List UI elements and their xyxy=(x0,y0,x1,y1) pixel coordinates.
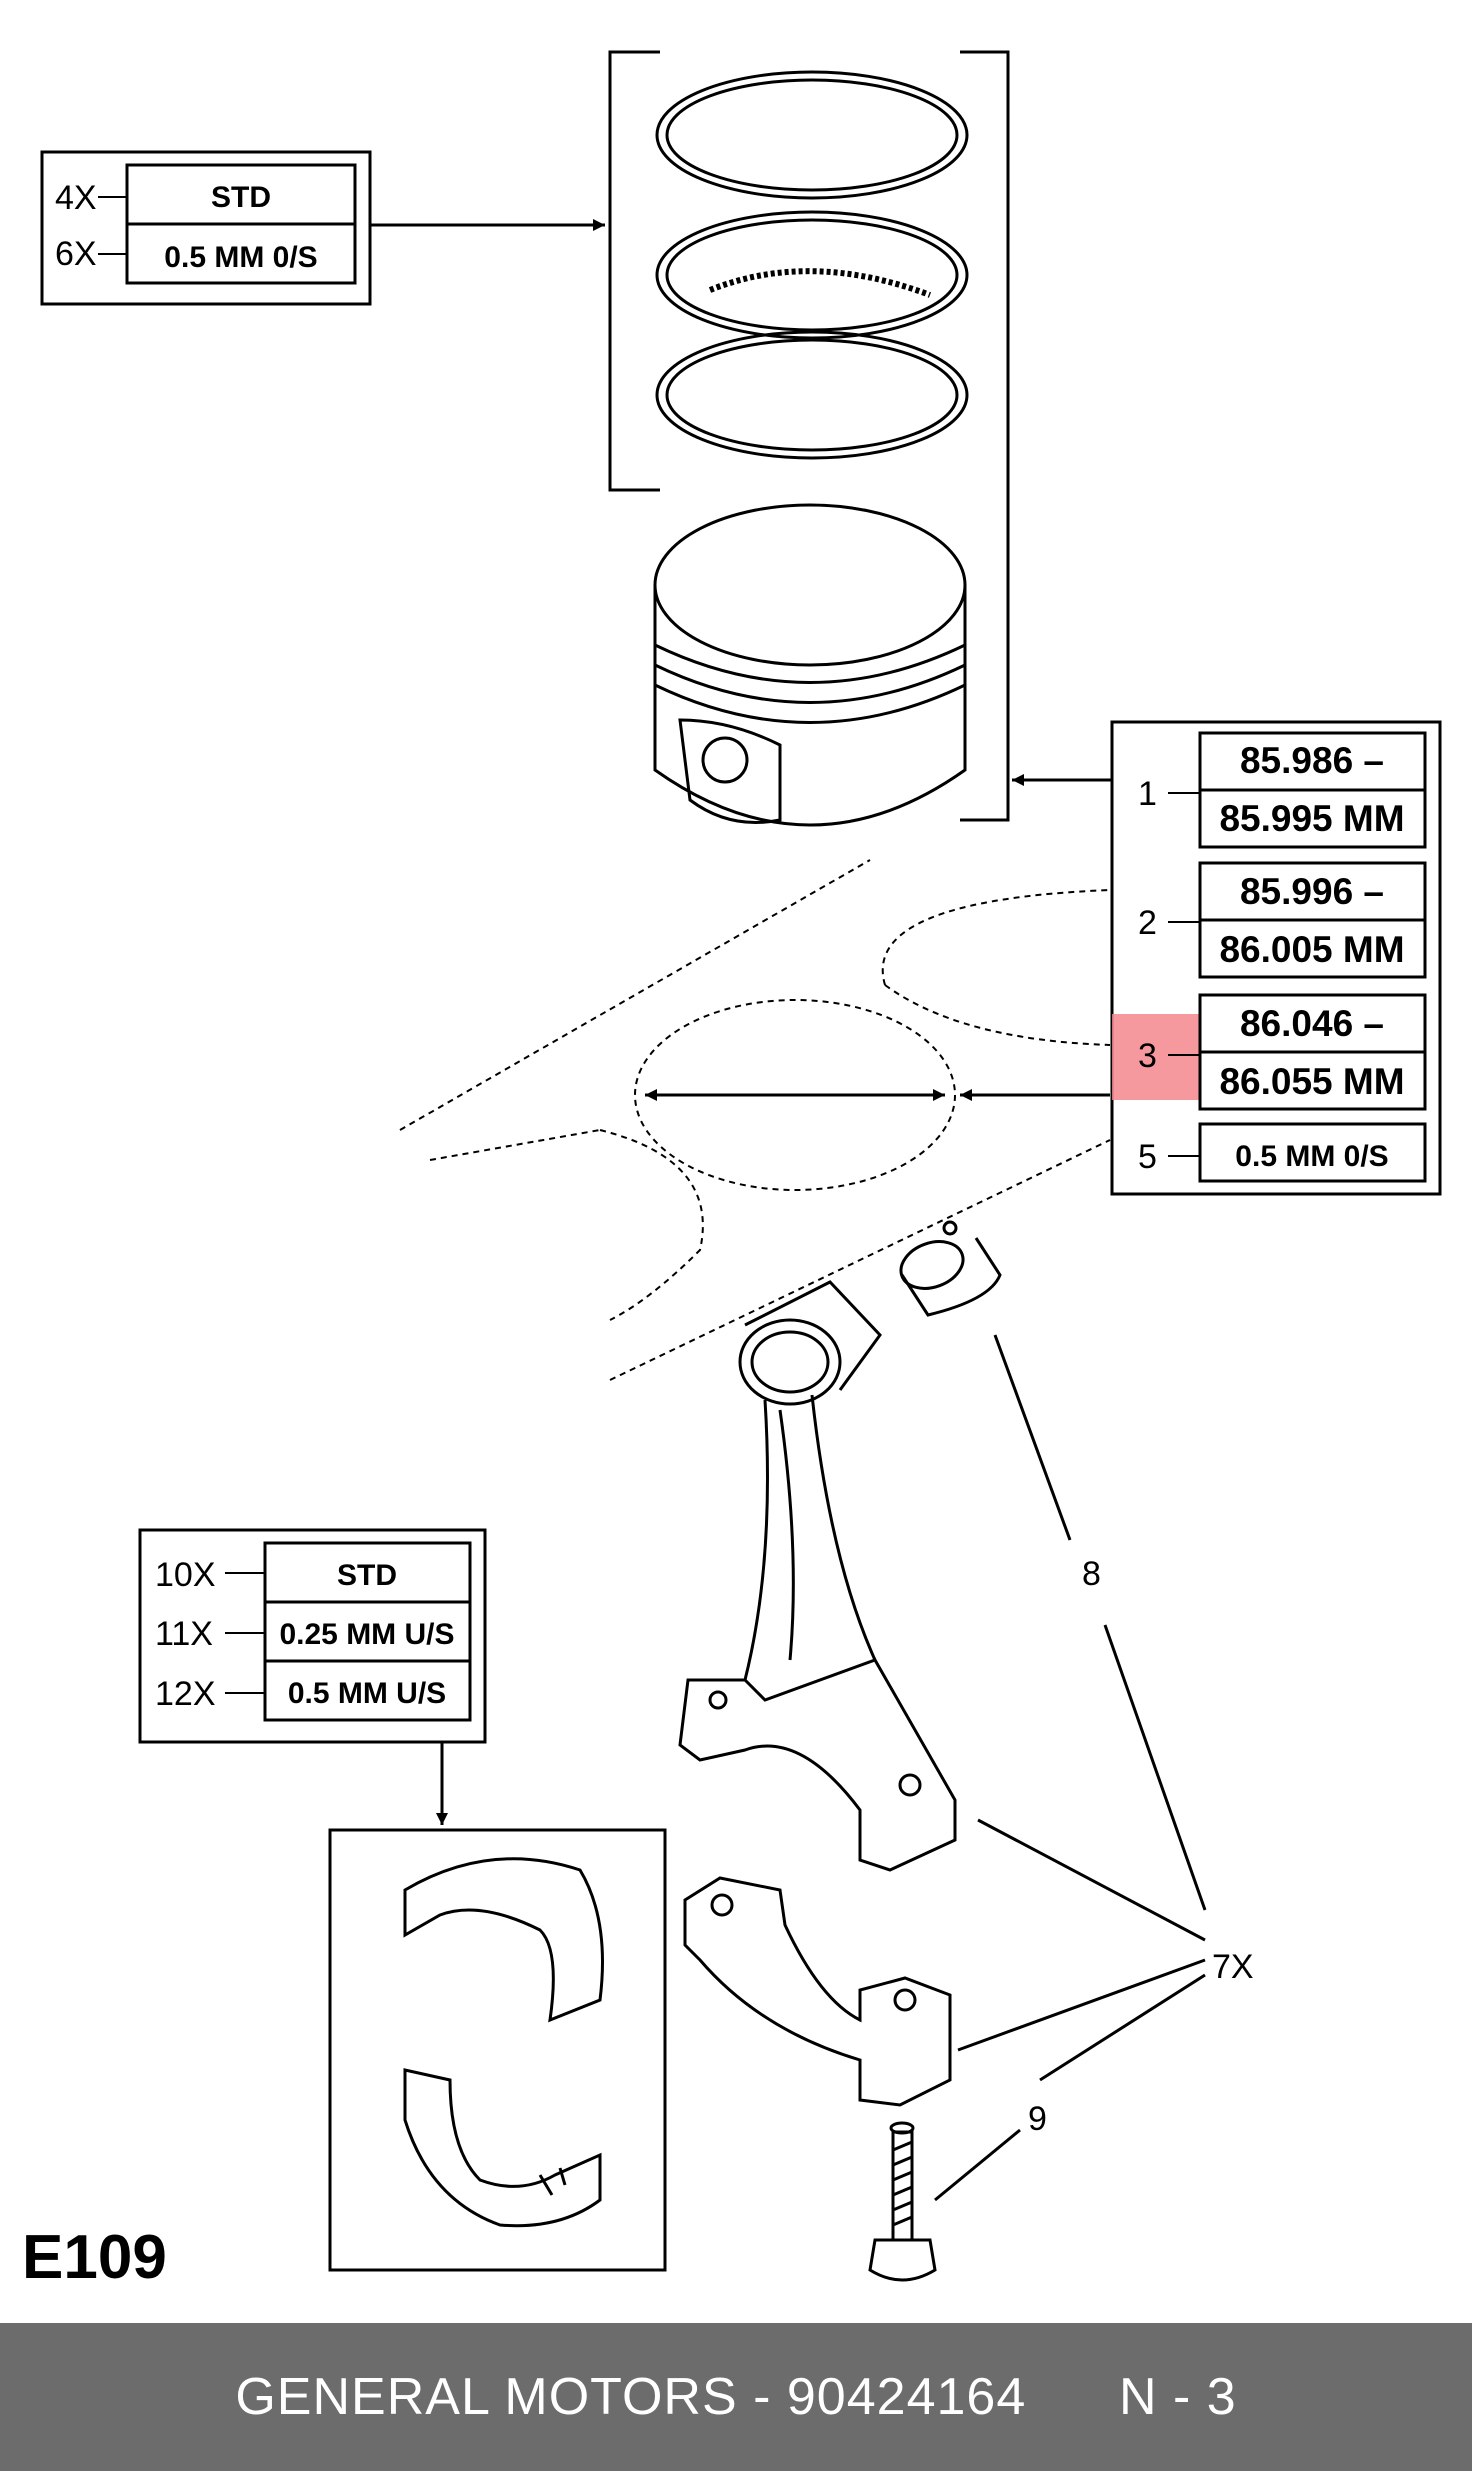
piston-bracket xyxy=(960,50,1010,822)
footer-page: N - 3 xyxy=(1118,2368,1237,2426)
footer-spacer xyxy=(1026,2367,1119,2427)
piston-row-3-line1: 0.5 MM 0/S xyxy=(1235,1140,1388,1173)
piston-illustration xyxy=(653,503,967,827)
rod-cap-illustration xyxy=(683,1876,952,2107)
bearing-row-2-callout: 12X xyxy=(155,1675,216,1713)
piston-rings-illustration xyxy=(655,70,969,460)
piston-row-1-callout: 2 xyxy=(1138,904,1157,942)
piston-size-table: 1 85.986 – 85.995 MM 2 85.996 – 86.005 M… xyxy=(1110,720,1442,1196)
rings-bracket xyxy=(608,50,660,492)
bearing-shells-illustration xyxy=(403,1857,604,2228)
piston-row-2-line2: 86.055 MM xyxy=(1219,1061,1404,1102)
rings-row-0-callout: 4X xyxy=(55,179,97,217)
piston-row-0-line2: 85.995 MM xyxy=(1219,798,1404,839)
piston-row-3-callout: 5 xyxy=(1138,1138,1157,1176)
bearing-row-0-text: STD xyxy=(337,1559,397,1592)
bearing-row-1-text: 0.25 MM U/S xyxy=(279,1618,454,1651)
bearing-row-1-callout: 11X xyxy=(155,1615,213,1653)
rings-size-table: 4X STD 6X 0.5 MM 0/S xyxy=(40,150,372,306)
piston-row-0-line1: 85.986 – xyxy=(1240,740,1384,781)
rings-row-1-callout: 6X xyxy=(55,235,97,273)
piston-row-2-line1: 86.046 – xyxy=(1240,1003,1384,1044)
row-3-highlight xyxy=(1112,1014,1200,1100)
piston-row-1-line2: 86.005 MM xyxy=(1219,929,1404,970)
piston-pin-illustration xyxy=(899,1220,1002,1317)
bearing-shells-box xyxy=(328,1828,667,2272)
callout-rod: 7X xyxy=(1212,1948,1254,1986)
footer-brand: GENERAL MOTORS - 90424164 xyxy=(235,2368,1027,2426)
rings-row-0-text: STD xyxy=(211,181,271,214)
bearing-row-0-callout: 10X xyxy=(155,1556,216,1594)
callout-bolt: 9 xyxy=(1028,2100,1047,2138)
rings-row-1-text: 0.5 MM 0/S xyxy=(164,241,317,274)
rod-bolt-illustration xyxy=(868,2121,937,2282)
page-code: E109 xyxy=(22,2223,167,2292)
piston-row-1-line1: 85.996 – xyxy=(1240,871,1384,912)
piston-row-0-callout: 1 xyxy=(1138,775,1157,813)
footer-bar: GENERAL MOTORS - 90424164 N - 3 xyxy=(0,2323,1472,2471)
callout-pin: 8 xyxy=(1082,1555,1101,1593)
cylinder-block-illustration xyxy=(399,859,1111,1381)
piston-row-2-callout: 3 xyxy=(1138,1037,1157,1075)
callout-leaders xyxy=(934,1334,1207,2202)
parts-diagram: 4X STD 6X 0.5 MM 0/S 1 85.986 – 85.995 M… xyxy=(22,50,1442,2292)
connecting-rod-illustration xyxy=(678,1280,957,1872)
bearing-size-table: 10X STD 11X 0.25 MM U/S 12X 0.5 MM U/S xyxy=(138,1528,487,1744)
bearing-row-2-text: 0.5 MM U/S xyxy=(288,1677,446,1710)
